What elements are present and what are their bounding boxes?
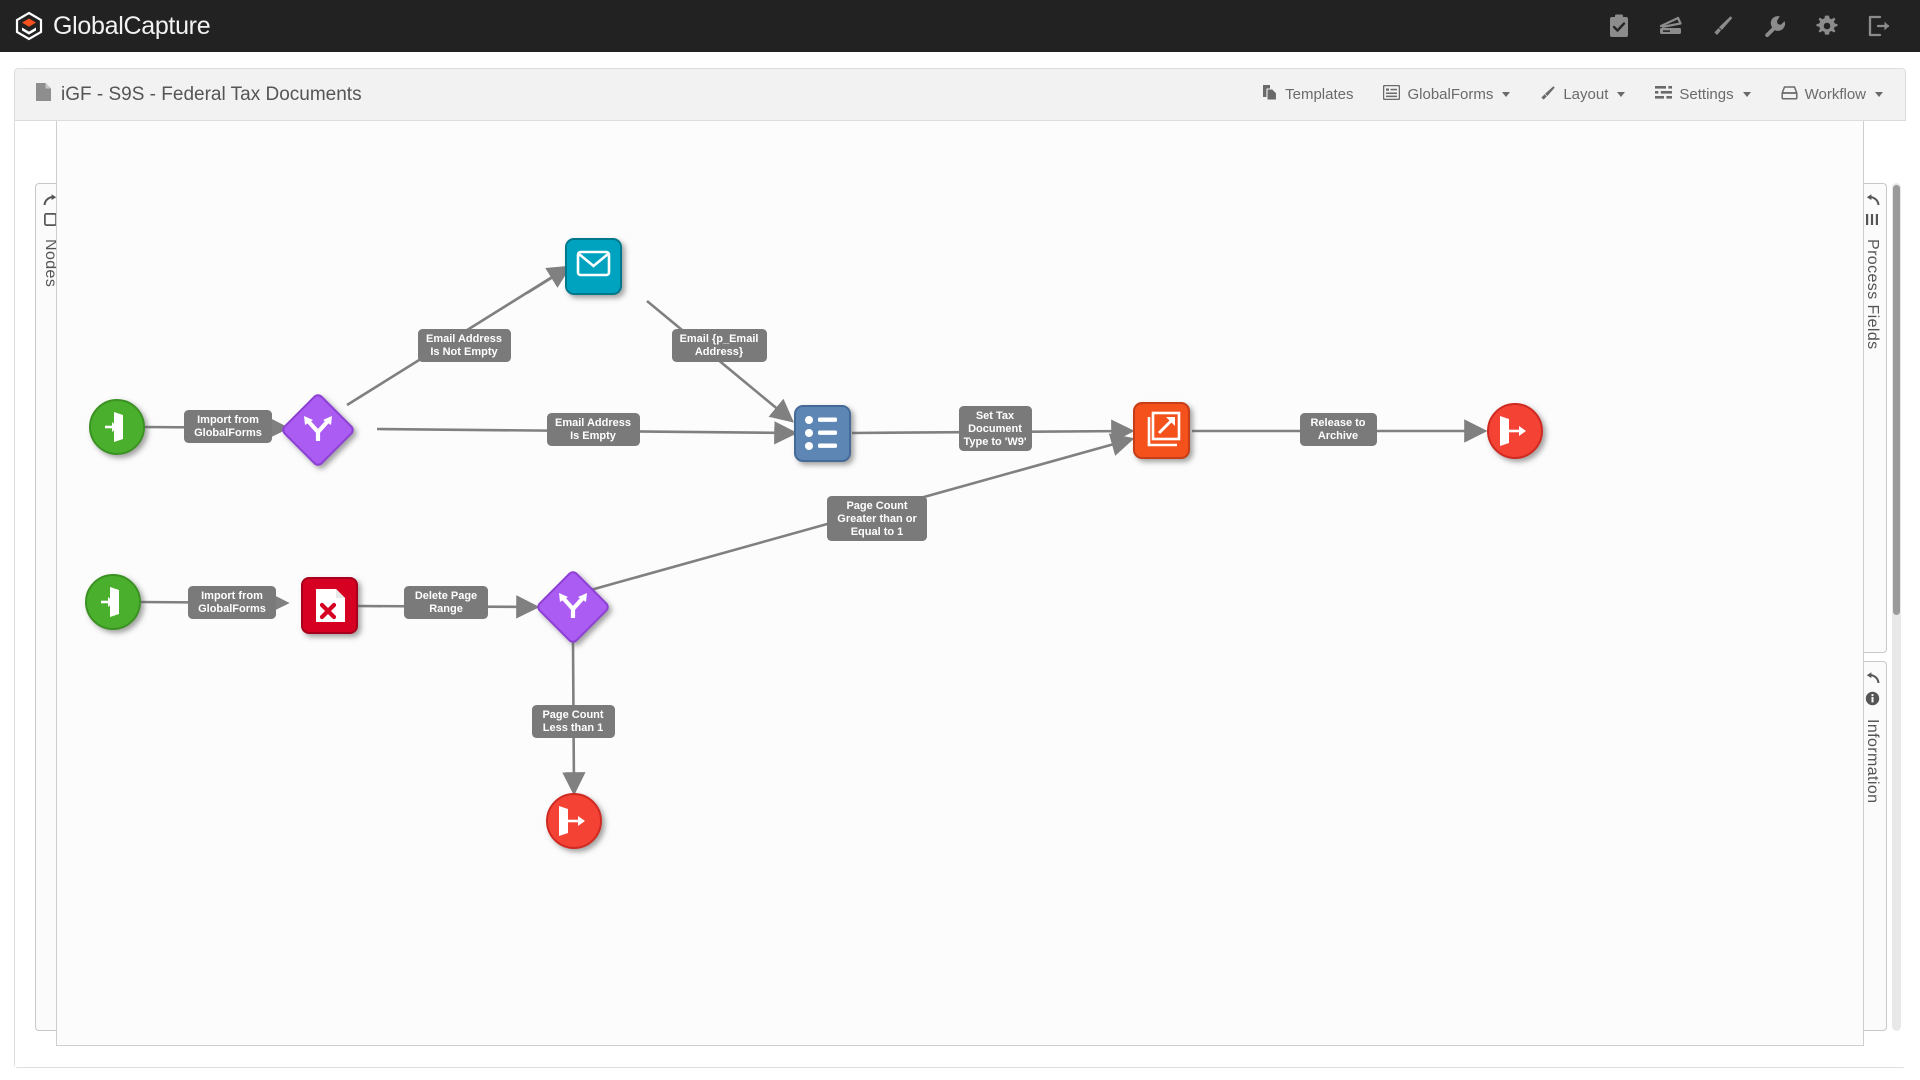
menu-workflow-label: Workflow bbox=[1804, 86, 1866, 103]
brand-logo-area[interactable]: GlobalCapture bbox=[0, 11, 211, 41]
svg-text:Archive: Archive bbox=[1318, 430, 1358, 442]
edge-label-group: Import from GlobalForms Email Address Is… bbox=[184, 329, 1377, 738]
edge-label-page-count-lt: Page Count Less than 1 bbox=[532, 705, 615, 738]
node-start-2 bbox=[85, 574, 141, 630]
menu-globalforms[interactable]: GlobalForms bbox=[1383, 84, 1511, 104]
svg-text:Page Count: Page Count bbox=[846, 500, 907, 512]
edge-label-set-tax-type: Set Tax Document Type to 'W9' bbox=[959, 406, 1032, 451]
workflow-designer-panel: iGF - S9S - Federal Tax Documents Templa… bbox=[14, 68, 1907, 1068]
edge-label-page-count-gte: Page Count Greater than or Equal to 1 bbox=[827, 496, 927, 541]
edge-label-email-param: Email {p_Email Address} bbox=[672, 329, 767, 362]
svg-text:Email Address: Email Address bbox=[426, 333, 502, 345]
menu-layout[interactable]: Layout bbox=[1540, 85, 1626, 105]
node-decision-2 bbox=[537, 571, 609, 643]
svg-text:Less than 1: Less than 1 bbox=[543, 722, 604, 734]
panel-menu-group: Templates GlobalForms bbox=[1262, 84, 1905, 105]
svg-text:GlobalForms: GlobalForms bbox=[194, 427, 262, 439]
edge-label-delete-page-range: Delete Page Range bbox=[404, 586, 488, 619]
svg-text:Document: Document bbox=[968, 423, 1022, 435]
svg-text:Delete Page: Delete Page bbox=[415, 590, 477, 602]
workflow-graph: Import from GlobalForms Email Address Is… bbox=[85, 238, 1543, 849]
svg-text:GlobalForms: GlobalForms bbox=[198, 603, 266, 615]
menu-templates-label: Templates bbox=[1285, 86, 1354, 103]
copy-icon bbox=[1262, 84, 1278, 105]
svg-text:Is Empty: Is Empty bbox=[570, 430, 617, 442]
svg-text:Email {p_Email: Email {p_Email bbox=[680, 333, 759, 345]
workflow-canvas[interactable]: Import from GlobalForms Email Address Is… bbox=[56, 121, 1864, 1046]
svg-text:Page Count: Page Count bbox=[542, 709, 603, 721]
svg-text:Email Address: Email Address bbox=[555, 417, 631, 429]
fields-icon bbox=[1865, 213, 1879, 231]
svg-text:Release to: Release to bbox=[1310, 417, 1365, 429]
logout-icon[interactable] bbox=[1866, 13, 1892, 39]
brand-name: GlobalCapture bbox=[53, 11, 211, 40]
node-end-1 bbox=[1487, 403, 1543, 459]
scanner-icon[interactable] bbox=[1658, 13, 1684, 39]
info-icon bbox=[1865, 691, 1880, 711]
archive-icon bbox=[1781, 85, 1798, 104]
edge-label-import-1: Import from GlobalForms bbox=[184, 410, 272, 443]
node-end-2 bbox=[546, 793, 602, 849]
brush-icon bbox=[1540, 85, 1556, 105]
node-export-1 bbox=[1133, 402, 1190, 459]
sidebar-process-fields-label: Process Fields bbox=[1864, 239, 1881, 350]
svg-text:Greater than or: Greater than or bbox=[837, 513, 917, 525]
svg-text:Set Tax: Set Tax bbox=[976, 410, 1015, 422]
node-email-1 bbox=[565, 238, 622, 295]
svg-text:Equal to 1: Equal to 1 bbox=[851, 526, 904, 538]
svg-text:Import from: Import from bbox=[201, 590, 263, 602]
scrollbar-thumb[interactable] bbox=[1893, 185, 1900, 615]
panel-header: iGF - S9S - Federal Tax Documents Templa… bbox=[15, 69, 1905, 121]
collapse-arrow-icon[interactable] bbox=[43, 194, 58, 213]
sidebar-information-label: Information bbox=[1864, 719, 1881, 804]
wrench-icon[interactable] bbox=[1762, 13, 1788, 39]
edge-label-release-archive: Release to Archive bbox=[1300, 413, 1377, 446]
sidebar-nodes-label: Nodes bbox=[42, 239, 59, 288]
node-start-1 bbox=[89, 399, 145, 455]
chevron-down-icon bbox=[1617, 92, 1626, 97]
chevron-down-icon bbox=[1502, 92, 1511, 97]
hexagon-layers-logo-icon bbox=[14, 11, 44, 41]
node-list-1 bbox=[794, 405, 851, 462]
menu-workflow[interactable]: Workflow bbox=[1781, 85, 1883, 104]
chevron-down-icon bbox=[1875, 92, 1883, 97]
menu-globalforms-label: GlobalForms bbox=[1407, 86, 1494, 103]
collapse-arrow-icon[interactable] bbox=[1865, 672, 1880, 691]
designer-body: Nodes Process Fie bbox=[15, 121, 1907, 1067]
menu-settings[interactable]: Settings bbox=[1655, 85, 1751, 104]
edge-label-email-empty: Email Address Is Empty bbox=[547, 413, 640, 446]
gear-icon[interactable] bbox=[1814, 13, 1840, 39]
menu-templates[interactable]: Templates bbox=[1262, 84, 1353, 105]
svg-text:Import from: Import from bbox=[197, 414, 259, 426]
svg-text:Range: Range bbox=[429, 603, 463, 615]
node-decision-1 bbox=[282, 394, 354, 466]
edge-label-import-2: Import from GlobalForms bbox=[188, 586, 276, 619]
clipboard-check-icon[interactable] bbox=[1606, 13, 1632, 39]
top-navigation-bar: GlobalCapture bbox=[0, 0, 1920, 52]
document-icon bbox=[35, 82, 52, 107]
svg-text:Type to 'W9': Type to 'W9' bbox=[963, 436, 1026, 448]
menu-settings-label: Settings bbox=[1679, 86, 1734, 103]
collapse-arrow-icon[interactable] bbox=[1865, 194, 1880, 213]
square-icon bbox=[43, 213, 57, 231]
page-title: iGF - S9S - Federal Tax Documents bbox=[15, 82, 362, 107]
menu-layout-label: Layout bbox=[1563, 86, 1609, 103]
node-delete-page-1 bbox=[301, 577, 358, 634]
chevron-down-icon bbox=[1742, 92, 1751, 97]
page-title-text: iGF - S9S - Federal Tax Documents bbox=[61, 83, 362, 105]
header-icon-group bbox=[1606, 13, 1920, 39]
paintbrush-icon[interactable] bbox=[1710, 13, 1736, 39]
edge-label-email-not-empty: Email Address Is Not Empty bbox=[418, 329, 511, 362]
svg-text:Address}: Address} bbox=[695, 346, 744, 358]
svg-text:Is Not Empty: Is Not Empty bbox=[430, 346, 498, 358]
canvas-vertical-scrollbar[interactable] bbox=[1892, 183, 1901, 1031]
form-icon bbox=[1383, 84, 1401, 104]
sliders-icon bbox=[1655, 85, 1673, 104]
